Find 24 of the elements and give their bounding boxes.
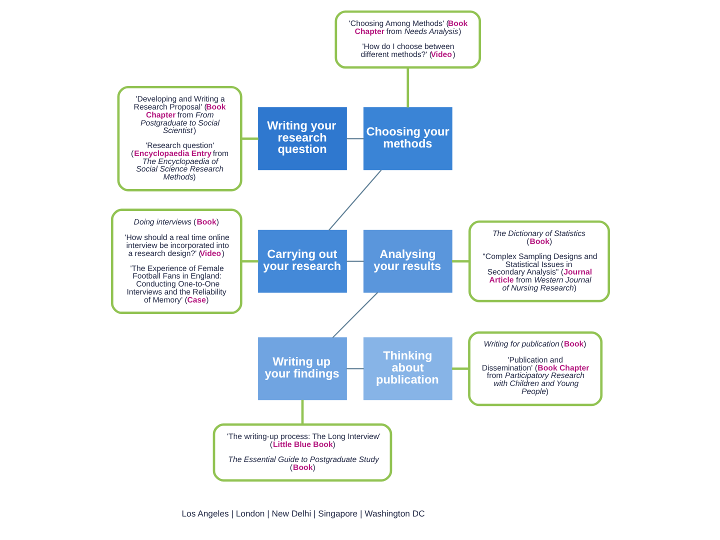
- node-box: The Dictionary of Statistics (Book) "Complex Sampling Designs and Statistical Issues in Secondary Analysis" (Journal Article from Western Journal of Nursing Research): [468, 220, 610, 302]
- node-box: Doing interviews (Book) 'How should a real time online interview be incorporated into a research design?' (Video) 'The Experience of Female Football Fans in England: Conducting One-to-One Interviews and the Reliability of Memory' (Case): [110, 208, 242, 314]
- label: Los Angeles | London | New Delhi | Singapore | Washington DC: [181, 508, 424, 518]
- connector: [346, 138, 364, 140]
- node-box: 'The writing-up process: The Long Interview' (Little Blue Book) The Essential Guide to Postgraduate Study (Book): [212, 423, 392, 482]
- node-box: 'Choosing Among Methods' (Book Chapter from Needs Analysis) 'How do I choose between different methods?' (Video): [334, 10, 481, 69]
- connector: [328, 170, 382, 231]
- connector: [406, 68, 409, 108]
- connector: [346, 260, 364, 262]
- connector: [240, 137, 258, 140]
- connector: [240, 260, 258, 263]
- node-box: 'Developing and Writing a Research Proposal' (Book Chapter from From Postgraduate to Social Scientist) 'Research question' (Encyclopaedia Entry from The Encyclopaedia of Social Science Research Methods): [116, 86, 242, 192]
- connector: [346, 368, 364, 370]
- node-box: Analysing your results: [362, 230, 452, 293]
- node-box: Thinking about publication: [362, 337, 452, 400]
- node-box: Writing for publication (Book) 'Publication and Dissemination' (Book Chapter from Participatory Research with Children and Young People): [468, 331, 602, 406]
- connector: [300, 400, 304, 424]
- connector: [452, 260, 469, 263]
- connector: [451, 368, 469, 370]
- node-box: Writing up your findings: [258, 337, 346, 400]
- node-box: Carrying out your research: [258, 230, 346, 293]
- connector: [332, 292, 378, 338]
- node-box: Writing your research question: [258, 107, 346, 170]
- node-box: Choosing your methods: [362, 107, 452, 170]
